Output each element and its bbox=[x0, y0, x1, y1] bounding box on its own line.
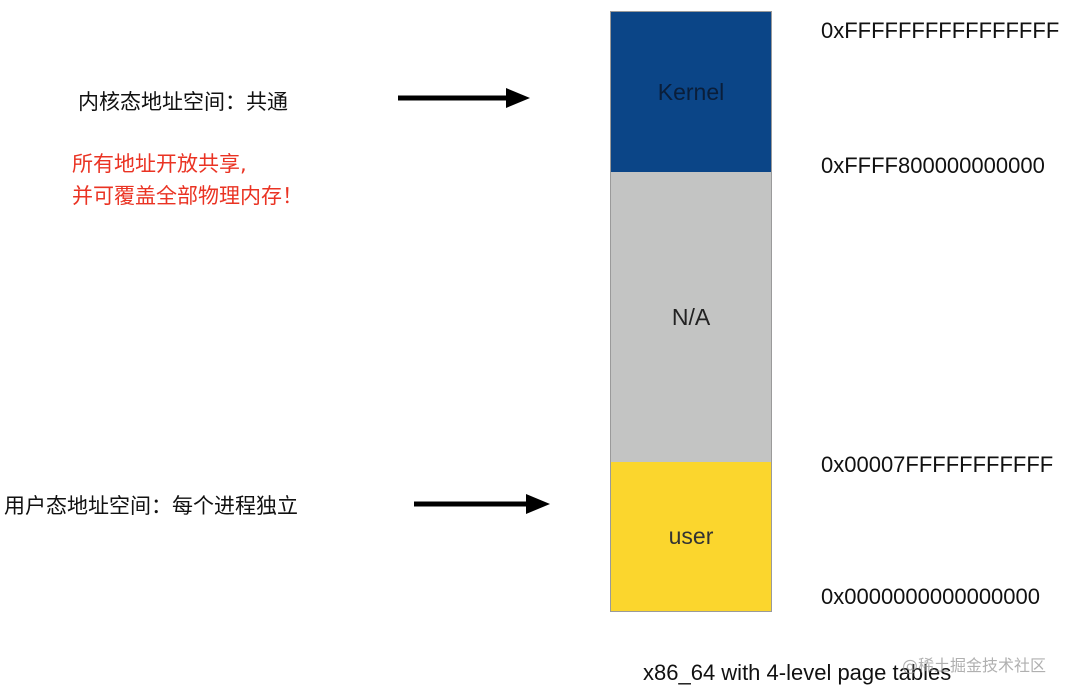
address-kernel-top: 0xFFFFFFFFFFFFFFFF bbox=[821, 18, 1060, 43]
kernel-note-line-2: 并可覆盖全部物理内存！ bbox=[72, 184, 303, 208]
user-space-label: 用户态地址空间：每个进程独立 bbox=[4, 494, 298, 518]
na-label: N/A bbox=[671, 303, 711, 330]
watermark: @稀土掘金技术社区 bbox=[902, 656, 1047, 675]
address-user-top: 0x00007FFFFFFFFFFF bbox=[821, 452, 1054, 477]
address-user-bottom: 0x0000000000000000 bbox=[821, 584, 1041, 609]
kernel-space-note: 所有地址开放共享, 并可覆盖全部物理内存！ bbox=[72, 148, 303, 212]
kernel-note-line-1: 所有地址开放共享, bbox=[72, 152, 247, 176]
user-label: user bbox=[668, 523, 714, 549]
address-kernel-bottom: 0xFFFF800000000000 bbox=[821, 153, 1045, 178]
diagram-caption: x86_64 with 4-level page tables bbox=[643, 660, 952, 685]
kernel-segment: Kernel bbox=[610, 11, 772, 173]
kernel-label: Kernel bbox=[657, 78, 725, 105]
kernel-arrow-icon bbox=[398, 88, 530, 108]
user-segment: user bbox=[610, 462, 772, 612]
kernel-space-label: 内核态地址空间：共通 bbox=[78, 90, 288, 114]
user-arrow-icon bbox=[414, 494, 550, 514]
na-segment: N/A bbox=[610, 172, 772, 463]
